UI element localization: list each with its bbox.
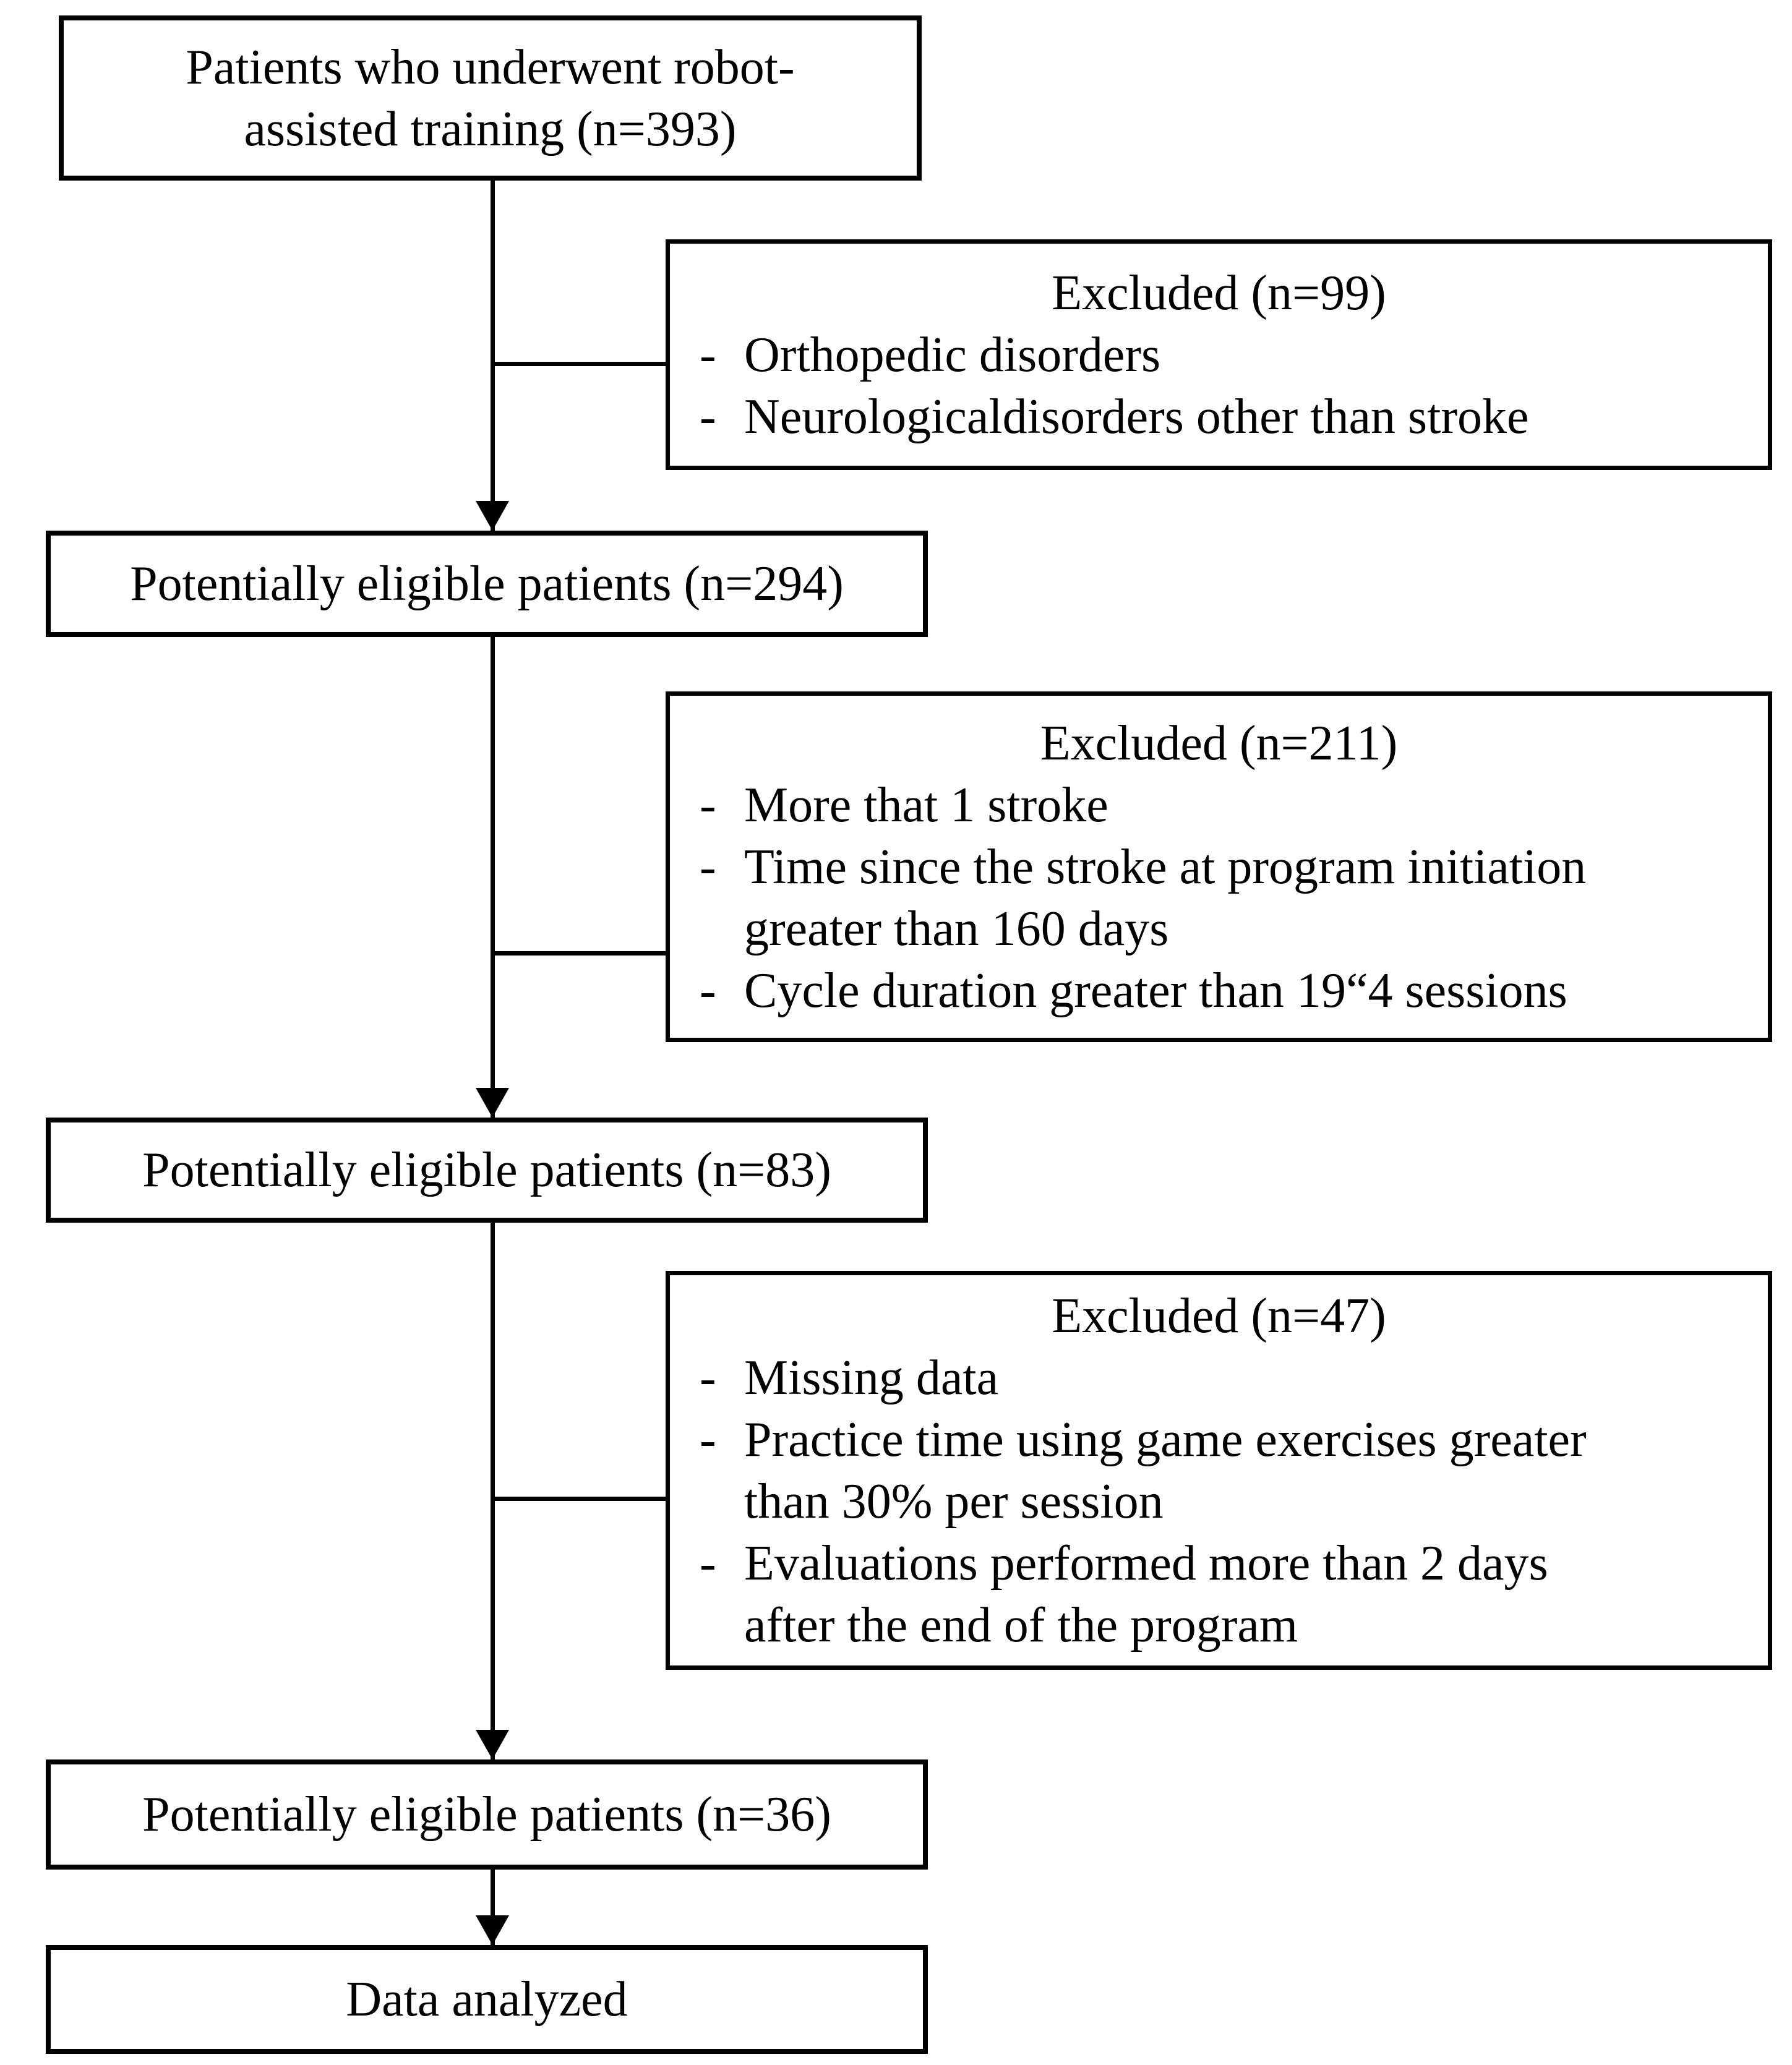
connector-line-1	[491, 181, 495, 531]
excluded-2-item-3: Cycle duration greater than 19“4 session…	[744, 963, 1567, 1018]
list-item: - Evaluations performed more than 2 days…	[700, 1533, 1749, 1656]
box-data-analyzed-label: Data analyzed	[346, 1972, 628, 2027]
box-eligible-83: Potentially eligible patients (n=83)	[46, 1118, 928, 1223]
branch-line-3	[491, 1497, 666, 1501]
excluded-2-list: - More that 1 stroke - Time since the st…	[670, 774, 1768, 1022]
excluded-3-item-1: Missing data	[744, 1350, 999, 1405]
excluded-3-item-2-line-1: Practice time using game exercises great…	[744, 1412, 1587, 1467]
bullet-dash: -	[700, 963, 716, 1018]
bullet-dash: -	[700, 839, 716, 894]
excluded-1-title: Excluded (n=99)	[1052, 265, 1386, 320]
arrowhead-2	[476, 1088, 509, 1118]
branch-line-1	[491, 362, 666, 366]
box-patients-enrolled: Patients who underwent robot- assisted t…	[59, 15, 922, 181]
box-eligible-294-label: Potentially eligible patients (n=294)	[130, 557, 844, 611]
box-patients-enrolled-line-1: Patients who underwent robot-	[186, 40, 795, 95]
excluded-2-item-2-line-2: greater than 160 days	[744, 901, 1169, 956]
excluded-3-item-2-line-2: than 30% per session	[744, 1474, 1164, 1529]
excluded-3-item-3-line-1: Evaluations performed more than 2 days	[744, 1536, 1548, 1591]
excluded-1-item-2: Neurologicaldisorders other than stroke	[744, 389, 1529, 444]
box-eligible-36-label: Potentially eligible patients (n=36)	[142, 1787, 831, 1842]
bullet-dash: -	[700, 1412, 716, 1467]
bullet-dash: -	[700, 327, 716, 382]
excluded-3-list: - Missing data - Practice time using gam…	[670, 1347, 1768, 1656]
box-excluded-1: Excluded (n=99) - Orthopedic disorders -…	[666, 239, 1772, 470]
bullet-dash: -	[700, 389, 716, 444]
excluded-2-item-1: More that 1 stroke	[744, 777, 1108, 832]
connector-line-3	[491, 1223, 495, 1759]
excluded-1-item-1: Orthopedic disorders	[744, 327, 1161, 382]
arrowhead-4	[476, 1915, 509, 1945]
box-eligible-36: Potentially eligible patients (n=36)	[46, 1759, 928, 1870]
excluded-2-item-2-line-1: Time since the stroke at program initiat…	[744, 839, 1587, 894]
box-data-analyzed: Data analyzed	[46, 1945, 928, 2054]
excluded-3-item-3-line-2: after the end of the program	[744, 1597, 1298, 1652]
list-item: - Cycle duration greater than 19“4 sessi…	[700, 960, 1749, 1022]
list-item: - Neurologicaldisorders other than strok…	[700, 386, 1749, 448]
box-excluded-2: Excluded (n=211) - More that 1 stroke - …	[666, 691, 1772, 1042]
excluded-3-title: Excluded (n=47)	[1052, 1288, 1386, 1343]
branch-line-2	[491, 951, 666, 956]
excluded-1-list: - Orthopedic disorders - Neurologicaldis…	[670, 324, 1768, 448]
arrowhead-1	[476, 501, 509, 531]
excluded-2-title: Excluded (n=211)	[1040, 716, 1398, 771]
connector-line-2	[491, 637, 495, 1118]
arrowhead-3	[476, 1730, 509, 1759]
connector-line-4	[491, 1870, 495, 1945]
list-item: - More that 1 stroke	[700, 774, 1749, 836]
bullet-dash: -	[700, 1350, 716, 1405]
list-item: - Practice time using game exercises gre…	[700, 1409, 1749, 1533]
bullet-dash: -	[700, 1536, 716, 1591]
box-patients-enrolled-line-2: assisted training (n=393)	[244, 101, 737, 156]
bullet-dash: -	[700, 777, 716, 832]
list-item: - Time since the stroke at program initi…	[700, 836, 1749, 960]
list-item: - Orthopedic disorders	[700, 324, 1749, 386]
box-eligible-83-label: Potentially eligible patients (n=83)	[142, 1143, 831, 1197]
box-eligible-294: Potentially eligible patients (n=294)	[46, 531, 928, 637]
list-item: - Missing data	[700, 1347, 1749, 1409]
box-excluded-3: Excluded (n=47) - Missing data - Practic…	[666, 1271, 1772, 1670]
